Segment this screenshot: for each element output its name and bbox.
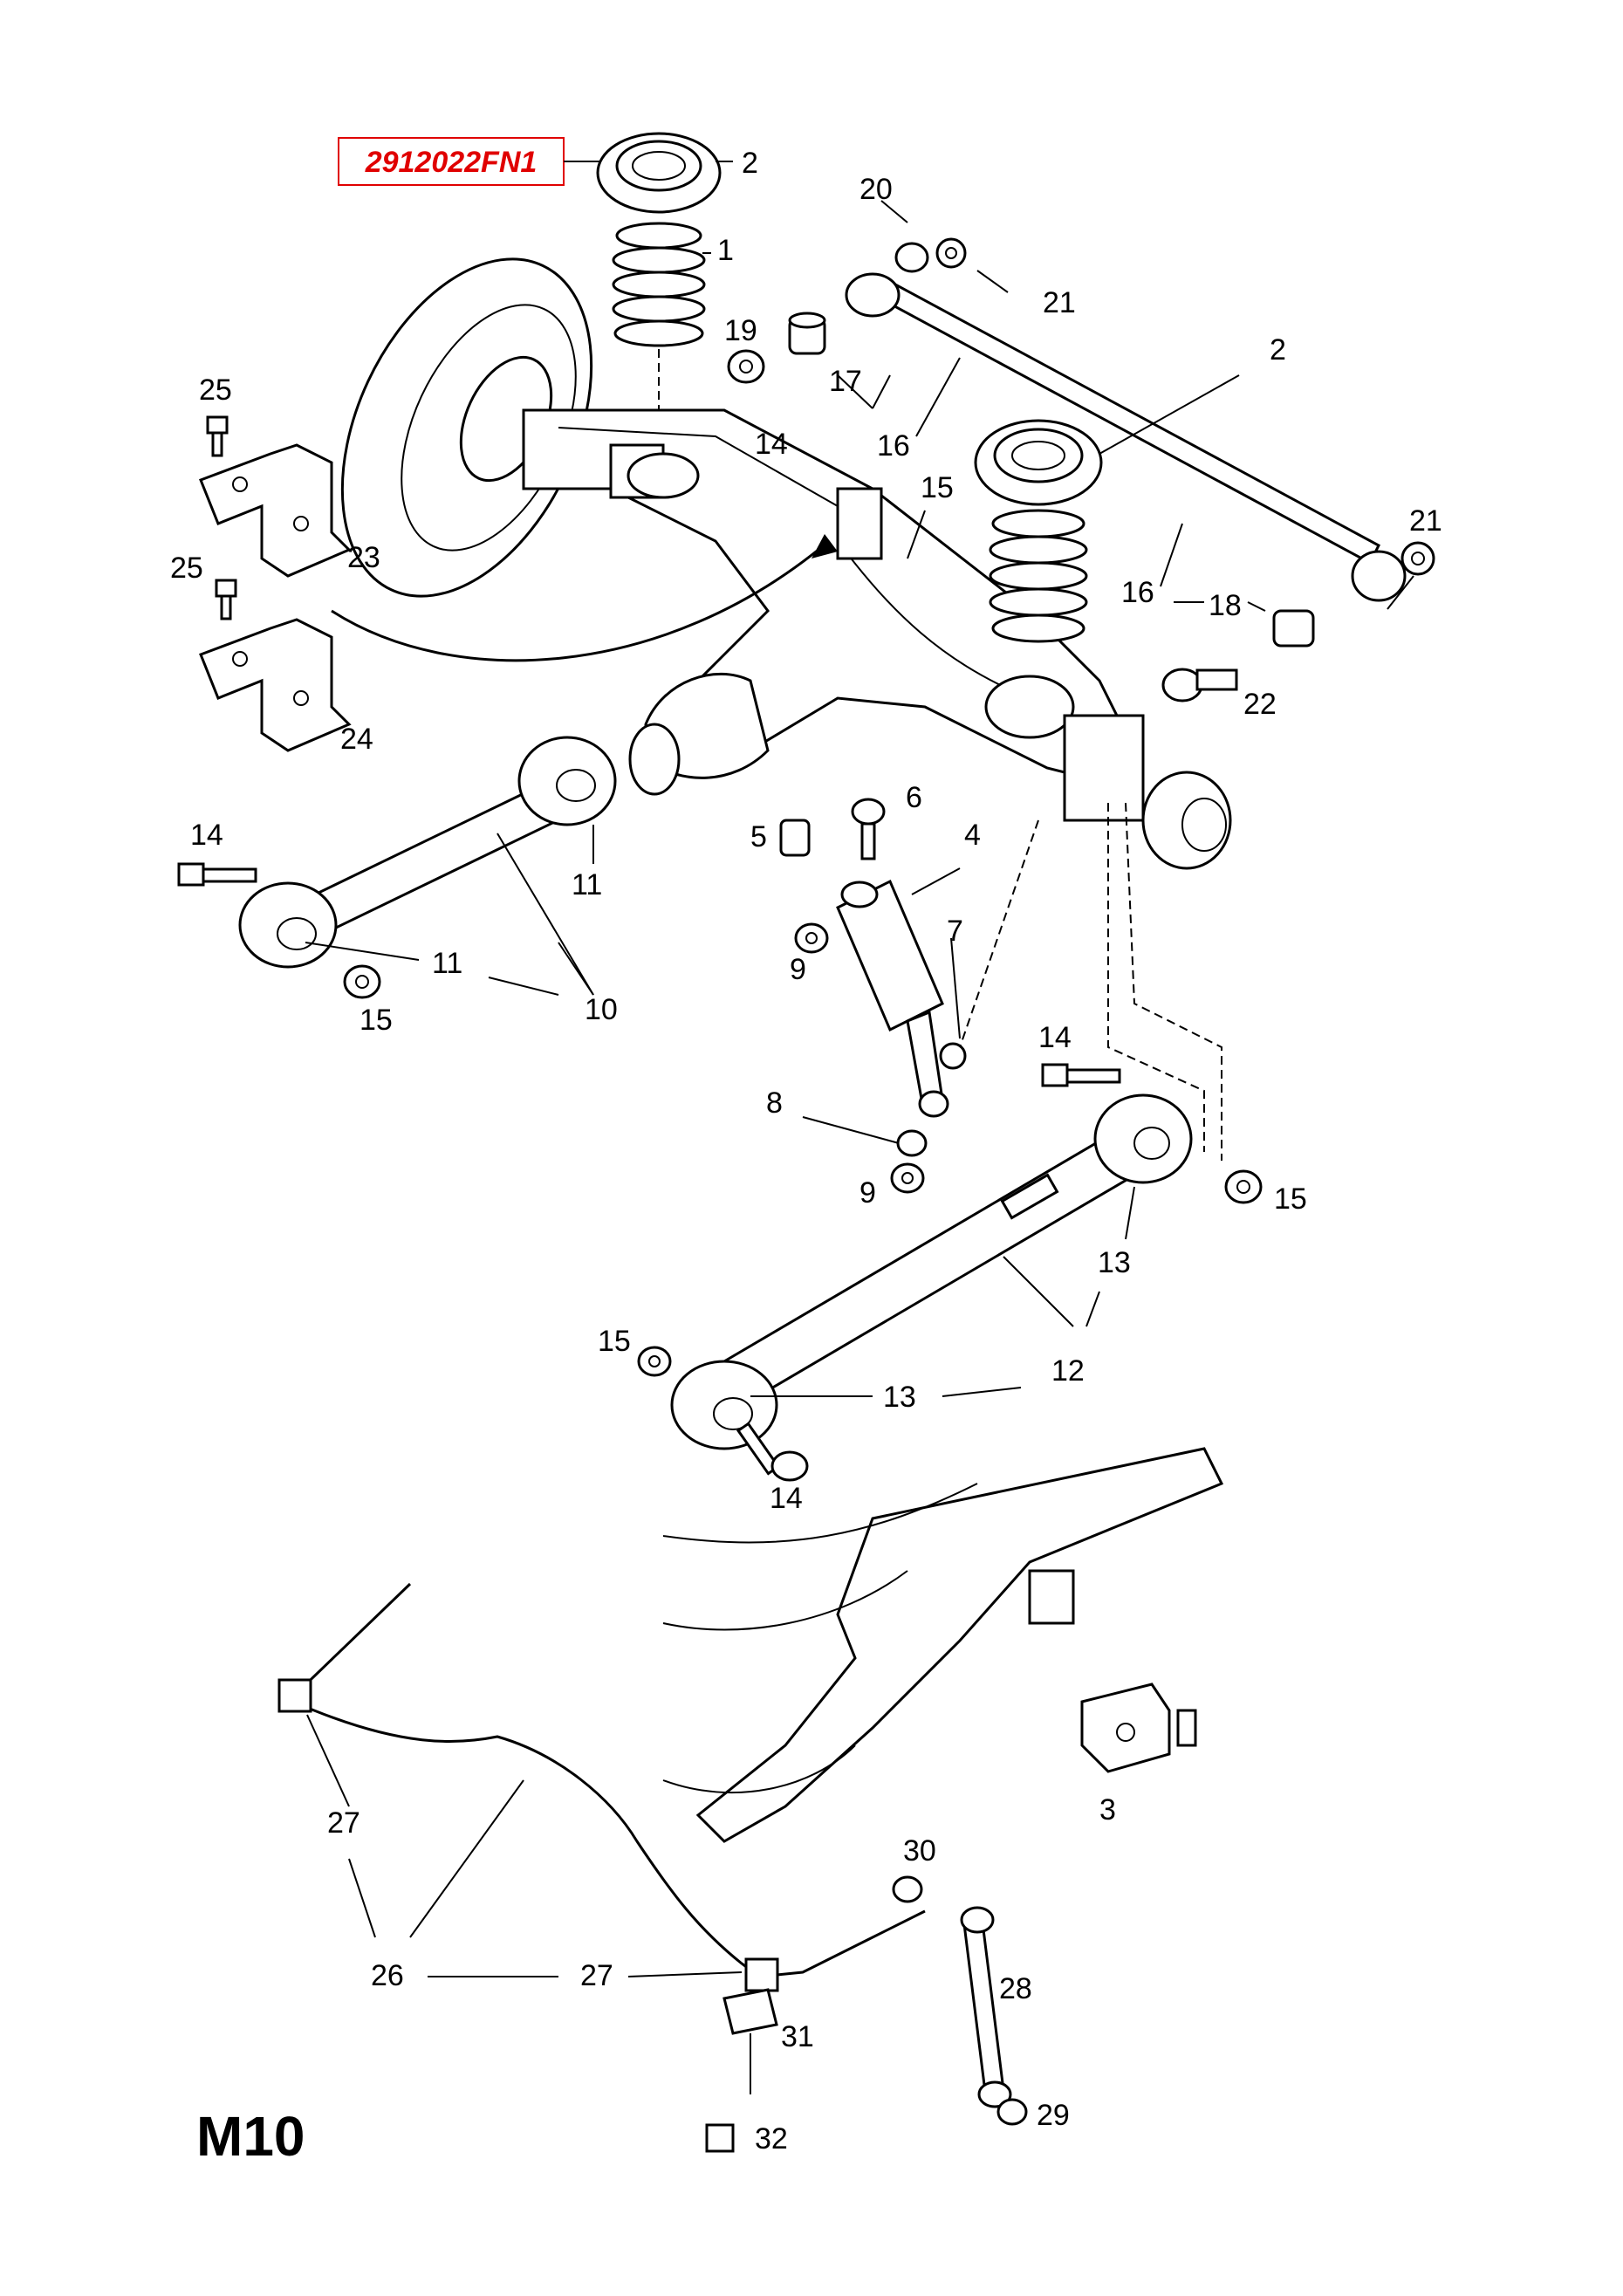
bolt-6[interactable]	[851, 798, 886, 860]
nut-15-upper-left[interactable]	[343, 964, 381, 999]
callout-14-mid: 14	[1038, 1021, 1072, 1054]
nut-21-right[interactable]	[1400, 541, 1435, 576]
bracket-23[interactable]	[199, 443, 352, 578]
callout-8: 8	[766, 1086, 783, 1120]
callout-2-top: 2	[742, 147, 758, 180]
callout-13-right: 13	[1098, 1246, 1131, 1279]
callout-5: 5	[750, 820, 767, 853]
washer-20[interactable]	[894, 242, 929, 273]
callout-4: 4	[964, 819, 981, 852]
callout-27-left: 27	[327, 1806, 360, 1840]
bolt-14-upper-left[interactable]	[177, 862, 257, 887]
callout-18: 18	[1209, 589, 1242, 622]
callout-29: 29	[1037, 2099, 1070, 2132]
callout-11-right: 11	[572, 868, 602, 901]
bracket-24[interactable]	[199, 618, 352, 752]
callout-21-top: 21	[1043, 286, 1076, 319]
nut-9-upper[interactable]	[794, 922, 829, 954]
callout-9-lower: 9	[859, 1176, 876, 1210]
bush-17[interactable]	[788, 312, 826, 355]
callout-10: 10	[585, 993, 618, 1026]
callout-2-right: 2	[1270, 333, 1286, 367]
bolt-25-bottom[interactable]	[215, 579, 237, 620]
callout-13-lower: 13	[883, 1381, 916, 1414]
leader-lines	[305, 161, 1414, 2094]
coil-spring-top[interactable]	[612, 222, 706, 445]
stabilizer-bush-left[interactable]	[277, 1678, 312, 1713]
washer-8[interactable]	[896, 1129, 928, 1157]
callout-15-lower-left: 15	[598, 1325, 631, 1358]
callout-14-top: 14	[755, 428, 788, 461]
callout-1: 1	[717, 234, 734, 267]
spring-seat-top[interactable]	[596, 132, 722, 214]
nut-29[interactable]	[996, 2098, 1028, 2126]
callout-16-top: 16	[877, 429, 910, 463]
callout-12-dup: 12	[1051, 1354, 1085, 1388]
callout-21-right: 21	[1409, 504, 1442, 538]
vehicle-frame[interactable]	[662, 1447, 1224, 1843]
shock-absorber[interactable]	[836, 879, 949, 1118]
guide-line-right	[1107, 803, 1205, 1152]
callout-16-right: 16	[1121, 576, 1154, 609]
callout-24: 24	[340, 723, 373, 756]
part-number-box	[338, 137, 565, 186]
callout-19: 19	[724, 314, 757, 347]
bolt-25-top[interactable]	[206, 415, 229, 457]
callout-6: 6	[906, 781, 922, 814]
callout-23: 23	[347, 541, 380, 574]
bolt-14-lower-right[interactable]	[1041, 1063, 1121, 1087]
callout-25-bottom: 25	[170, 552, 203, 585]
spring-seat-right[interactable]	[974, 419, 1103, 506]
coil-spring-right[interactable]	[989, 509, 1088, 643]
rear-axle-housing[interactable]	[522, 408, 1232, 870]
part-number-text: 2912022FN1	[365, 146, 538, 179]
bolt-14-lower-bottom[interactable]	[736, 1422, 809, 1482]
mount-bracket-3[interactable]	[1080, 1683, 1197, 1773]
callout-15-right: 15	[1274, 1182, 1307, 1216]
callout-32: 32	[755, 2122, 788, 2155]
clamp-31[interactable]	[722, 1988, 778, 2035]
callout-27-right: 27	[580, 1959, 613, 1992]
callout-14-left: 14	[190, 819, 223, 852]
stabilizer-link-28[interactable]	[960, 1906, 1012, 2108]
callout-7: 7	[947, 915, 963, 948]
bush-18[interactable]	[1272, 609, 1315, 648]
stabilizer-bush-right[interactable]	[744, 1957, 779, 1992]
bush-7[interactable]	[939, 1042, 967, 1070]
callout-17: 17	[829, 365, 862, 398]
nut-30[interactable]	[892, 1875, 923, 1903]
bolt-22[interactable]	[1161, 668, 1238, 703]
bracket-sweep-line	[331, 539, 830, 662]
callout-31: 31	[781, 2020, 814, 2053]
nut-9-lower[interactable]	[890, 1162, 925, 1194]
callout-30: 30	[903, 1834, 936, 1868]
callout-15-top: 15	[921, 471, 954, 504]
callout-15-left: 15	[360, 1004, 393, 1037]
callout-22: 22	[1243, 688, 1277, 721]
callout-20: 20	[859, 173, 893, 206]
nut-15-lower-right[interactable]	[1224, 1169, 1263, 1204]
bolt-32[interactable]	[705, 2123, 735, 2153]
callout-25-top: 25	[199, 374, 232, 407]
nut-15-lower-left[interactable]	[637, 1346, 672, 1377]
panhard-rod[interactable]	[845, 272, 1407, 602]
page-code: M10	[196, 2105, 305, 2168]
callout-12-right: 12	[1051, 1354, 1085, 1388]
stabilizer-bar[interactable]	[277, 1582, 926, 1992]
callout-9-upper: 9	[790, 953, 806, 986]
callout-labels: 2 1 20 21 2 19 17 16 14 15 21 16 18 22 2…	[170, 147, 1442, 2155]
callout-3: 3	[1099, 1793, 1116, 1827]
nut-21-top[interactable]	[935, 237, 967, 269]
highlighted-part-number[interactable]: 2912022FN1	[338, 137, 565, 186]
callout-14-bottom: 14	[770, 1482, 803, 1515]
bush-5[interactable]	[779, 819, 811, 857]
upper-trailing-arm[interactable]	[238, 736, 617, 969]
callout-11-left: 11	[432, 947, 462, 980]
callout-26: 26	[371, 1959, 404, 1992]
callout-28: 28	[999, 1972, 1032, 2005]
washer-19[interactable]	[727, 349, 765, 384]
